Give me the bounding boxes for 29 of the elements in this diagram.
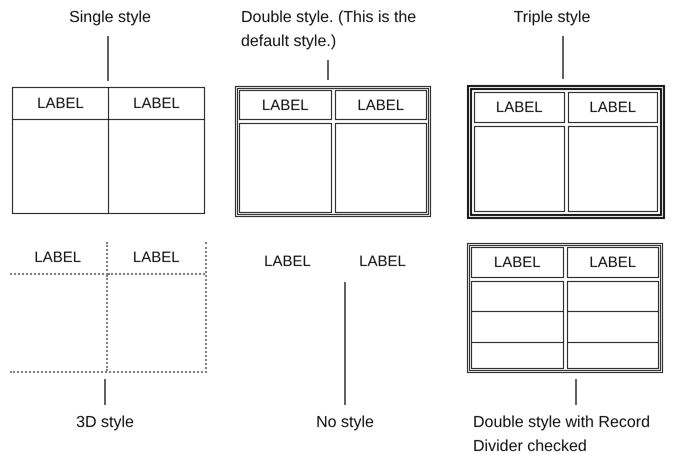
column-header: LABEL <box>13 88 108 119</box>
table-frame <box>235 86 431 217</box>
caption-text: Double style. (This is the default style.) <box>241 6 431 54</box>
caption-text: Single style <box>50 6 170 30</box>
table-frame <box>467 243 663 373</box>
column-header: LABEL <box>10 242 108 275</box>
column-header: LABEL <box>471 247 564 278</box>
leader-line <box>562 36 564 79</box>
table-frame <box>10 242 207 373</box>
caption-text: No style <box>285 411 405 435</box>
column-header: LABEL <box>566 247 659 278</box>
column-header: LABEL <box>239 90 332 120</box>
leader-line <box>107 36 109 81</box>
caption-text: 3D style <box>45 411 165 435</box>
table-frame <box>12 87 205 214</box>
leader-line <box>327 60 329 80</box>
column-label: LABEL <box>358 252 407 272</box>
caption-text: Triple style <box>492 6 612 30</box>
leader-line <box>104 379 106 405</box>
column-header: LABEL <box>109 88 204 119</box>
column-label: LABEL <box>263 252 312 272</box>
leader-line <box>344 282 346 405</box>
table-frame <box>467 85 665 219</box>
column-header: LABEL <box>334 90 427 120</box>
column-header: LABEL <box>568 92 658 123</box>
column-header: LABEL <box>474 92 564 123</box>
column-header: LABEL <box>108 242 205 275</box>
caption-text: Double style with Record Divider checked <box>473 411 691 455</box>
leader-line <box>575 379 577 405</box>
